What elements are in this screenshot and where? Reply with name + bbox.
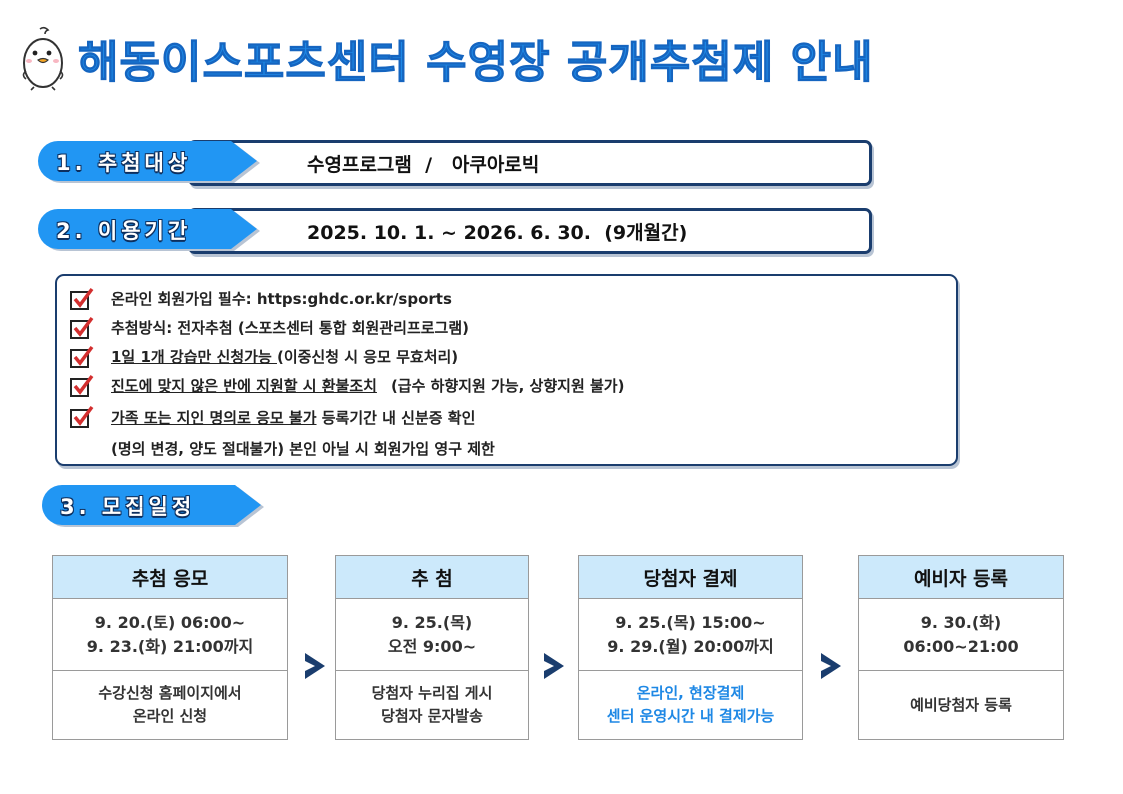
badge-shape bbox=[42, 485, 264, 527]
checkbox-checked-icon bbox=[70, 287, 94, 310]
step-note-line: 당첨자 누리집 게시 bbox=[371, 684, 493, 702]
badge-shape bbox=[38, 209, 260, 251]
section-period-label: 2. 이용기간 bbox=[56, 219, 192, 243]
step-dates: 9. 20.(토) 06:00~ 9. 23.(화) 21:00까지 bbox=[53, 599, 287, 671]
notice-item: 가족 또는 지인 명의로 응모 불가 등록기간 내 신분증 확인 bbox=[69, 400, 956, 434]
notice-text: 온라인 회원가입 필수: https:ghdc.or.kr/sports bbox=[111, 290, 452, 308]
step-date-line: 9. 25.(목) 15:00~ bbox=[615, 612, 766, 632]
step-date-line: 9. 30.(화) bbox=[920, 612, 1002, 632]
section-target-label: 1. 추첨대상 bbox=[56, 151, 192, 175]
notice-item-continued: (명의 변경, 양도 절대불가) 본인 아닐 시 회원가입 영구 제한 bbox=[69, 434, 956, 463]
notice-item: 1일 1개 강습만 신청가능 (이중신청 시 응모 무효처리) bbox=[69, 342, 956, 371]
step-title: 추 첨 bbox=[336, 556, 528, 599]
step-date-line: 9. 25.(목) bbox=[391, 612, 473, 632]
section-schedule-label: 3. 모집일정 bbox=[60, 495, 196, 519]
notice-text-underlined: 가족 또는 지인 명의로 응모 불가 bbox=[111, 408, 317, 427]
notice-item: 진도에 맞지 않은 반에 지원할 시 환불조치 (급수 하향지원 가능, 상향지… bbox=[69, 371, 956, 400]
section-target-badge: 1. 추첨대상 bbox=[38, 140, 268, 186]
step-date-line: 9. 29.(월) 20:00까지 bbox=[607, 636, 774, 656]
step-payment: 당첨자 결제 9. 25.(목) 15:00~ 9. 29.(월) 20:00까… bbox=[578, 555, 803, 740]
step-dates: 9. 25.(목) 15:00~ 9. 29.(월) 20:00까지 bbox=[579, 599, 802, 671]
step-date-line: 9. 23.(화) 21:00까지 bbox=[86, 636, 254, 656]
period-value: 2025. 10. 1. ~ 2026. 6. 30. (9개월간) bbox=[188, 208, 872, 254]
step-draw: 추 첨 9. 25.(목) 오전 9:00~ 당첨자 누리집 게시 당첨자 문자… bbox=[335, 555, 529, 740]
step-dates: 9. 25.(목) 오전 9:00~ bbox=[336, 599, 528, 671]
step-dates: 9. 30.(화) 06:00~21:00 bbox=[859, 599, 1063, 671]
notice-item: 온라인 회원가입 필수: https:ghdc.or.kr/sports bbox=[69, 284, 956, 313]
step-note-line: 온라인 신청 bbox=[132, 707, 208, 725]
notice-box: 온라인 회원가입 필수: https:ghdc.or.kr/sports 추첨방… bbox=[55, 274, 958, 466]
badge-shape bbox=[38, 141, 260, 183]
checkbox-checked-icon bbox=[70, 405, 94, 428]
duck-mascot-icon bbox=[22, 26, 64, 91]
step-note: 수강신청 홈페이지에서 온라인 신청 bbox=[53, 671, 287, 739]
section-period: 2025. 10. 1. ~ 2026. 6. 30. (9개월간) 2. 이용… bbox=[38, 208, 878, 254]
step-title: 추첨 응모 bbox=[53, 556, 287, 599]
checkbox-checked-icon bbox=[70, 345, 94, 368]
chevron-right-icon bbox=[544, 653, 564, 679]
checkbox-checked-icon bbox=[70, 316, 94, 339]
chevron-right-icon bbox=[821, 653, 841, 679]
page-header: 해동이스포츠센터 수영장 공개추첨제 안내 bbox=[18, 18, 874, 98]
step-note-line: 예비당첨자 등록 bbox=[910, 695, 1012, 714]
step-title: 당첨자 결제 bbox=[579, 556, 802, 599]
notice-text: (이중신청 시 응모 무효처리) bbox=[276, 348, 459, 366]
notice-text: (급수 하향지원 가능, 상향지원 불가) bbox=[390, 377, 625, 395]
section-target: 수영프로그램 / 아쿠아로빅 1. 추첨대상 bbox=[38, 140, 878, 186]
step-apply: 추첨 응모 9. 20.(토) 06:00~ 9. 23.(화) 21:00까지… bbox=[52, 555, 288, 740]
step-note-line: 센터 운영시간 내 결제가능 bbox=[606, 707, 775, 725]
notice-text: 추첨방식: 전자추첨 (스포츠센터 통합 회원관리프로그램) bbox=[111, 319, 470, 337]
notice-text-underlined: 진도에 맞지 않은 반에 지원할 시 환불조치 bbox=[111, 377, 377, 395]
target-value: 수영프로그램 / 아쿠아로빅 bbox=[188, 140, 872, 186]
chevron-right-icon bbox=[305, 653, 325, 679]
step-date-line: 오전 9:00~ bbox=[387, 636, 477, 656]
section-period-badge: 2. 이용기간 bbox=[38, 208, 268, 254]
page-title: 해동이스포츠센터 수영장 공개추첨제 안내 bbox=[78, 37, 874, 89]
step-date-line: 9. 20.(토) 06:00~ bbox=[94, 612, 246, 632]
step-note-line: 당첨자 문자발송 bbox=[381, 707, 483, 725]
notice-text-underlined: 1일 1개 강습만 신청가능 bbox=[111, 348, 277, 366]
notice-item: 추첨방식: 전자추첨 (스포츠센터 통합 회원관리프로그램) bbox=[69, 313, 956, 342]
step-note: 예비당첨자 등록 bbox=[859, 671, 1063, 739]
notice-text: 등록기간 내 신분증 확인 bbox=[316, 408, 476, 427]
step-note: 당첨자 누리집 게시 당첨자 문자발송 bbox=[336, 671, 528, 739]
notice-text: (명의 변경, 양도 절대불가) 본인 아닐 시 회원가입 영구 제한 bbox=[111, 440, 495, 458]
step-note-line: 온라인, 현장결제 bbox=[636, 684, 745, 702]
step-date-line: 06:00~21:00 bbox=[903, 636, 1019, 656]
step-note: 온라인, 현장결제 센터 운영시간 내 결제가능 bbox=[579, 671, 802, 739]
step-note-line: 수강신청 홈페이지에서 bbox=[98, 684, 242, 702]
step-title: 예비자 등록 bbox=[859, 556, 1063, 599]
checkbox-checked-icon bbox=[70, 374, 94, 397]
section-schedule-badge: 3. 모집일정 bbox=[42, 484, 272, 530]
step-reserve: 예비자 등록 9. 30.(화) 06:00~21:00 예비당첨자 등록 bbox=[858, 555, 1064, 740]
